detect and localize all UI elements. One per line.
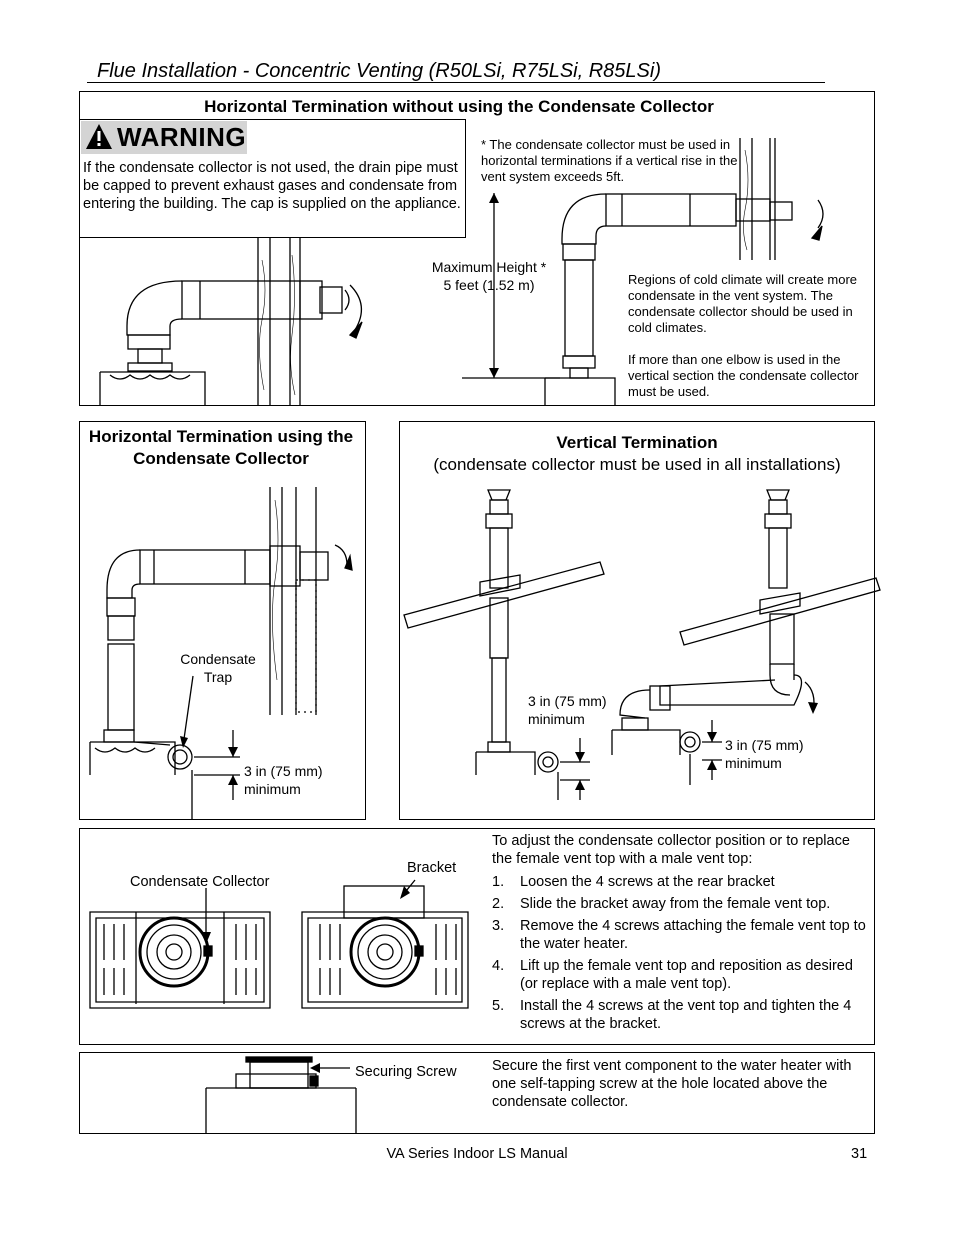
page-number: 31 (851, 1146, 868, 1162)
step-item: 3.Remove the 4 screws attaching the fema… (492, 918, 866, 952)
section1-heading: Horizontal Termination without using the… (204, 97, 714, 116)
section3-subheading: (condensate collector must be used in al… (433, 455, 841, 474)
vertical-termination-panel (399, 421, 875, 820)
vertical-rise-note: * The condensate collector must be used … (481, 137, 738, 184)
bracket-label: Bracket (407, 860, 457, 876)
condensate-collector-label: Condensate Collector (130, 874, 270, 890)
step-item: 2.Slide the bracket away from the female… (492, 896, 831, 912)
horizontal-with-collector-panel (79, 421, 366, 820)
securing-screw-text: Secure the first vent component to the w… (492, 1058, 852, 1110)
title-underline (87, 82, 825, 83)
clearance-label-horizontal: 3 in (75 mm) minimum (244, 763, 323, 797)
cold-climate-note: Regions of cold climate will create more… (628, 272, 858, 335)
warning-text: If the condensate collector is not used,… (83, 160, 461, 212)
step-item: 1.Loosen the 4 screws at the rear bracke… (492, 874, 775, 890)
section2-heading: Horizontal Termination using the Condens… (88, 427, 354, 468)
adjustment-steps: 1.Loosen the 4 screws at the rear bracke… (492, 873, 867, 1037)
securing-screw-label: Securing Screw (355, 1064, 457, 1080)
step-item: 4.Lift up the female vent top and reposi… (492, 958, 853, 992)
condensate-trap-label: Condensate Trap (180, 651, 256, 685)
warning-label: WARNING (117, 122, 247, 152)
max-height-label: Maximum Height * 5 feet (1.52 m) (431, 259, 547, 293)
footer-manual-name: VA Series Indoor LS Manual (386, 1146, 568, 1162)
adjustment-intro: To adjust the condensate collector posit… (492, 833, 850, 867)
clearance-label-vertical-right: 3 in (75 mm) minimum (725, 737, 804, 771)
section3-heading: Vertical Termination (556, 433, 718, 452)
securing-screw-panel (79, 1052, 875, 1134)
collector-adjustment-panel (79, 828, 875, 1045)
clearance-label-vertical-left: 3 in (75 mm) minimum (528, 693, 607, 727)
warning-box (79, 119, 466, 238)
step-item: 5.Install the 4 screws at the vent top a… (492, 998, 852, 1032)
page-title: Flue Installation - Concentric Venting (… (97, 60, 661, 82)
elbow-note: If more than one elbow is used in the ve… (628, 352, 859, 399)
